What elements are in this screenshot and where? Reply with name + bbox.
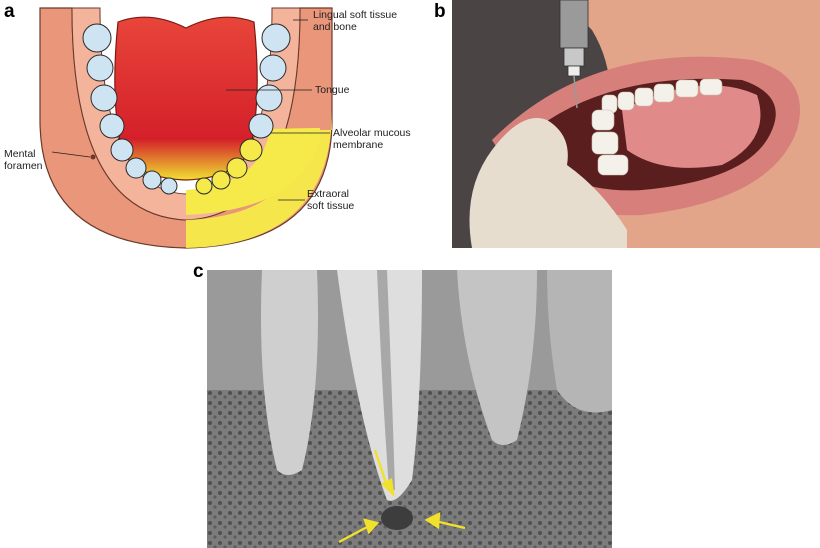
mental-foramen-dot: [90, 154, 96, 160]
teeth: [82, 23, 291, 195]
panel-letter-b: b: [434, 1, 446, 22]
label-tongue: Tongue: [315, 84, 350, 96]
periapical-lesion: [381, 506, 413, 530]
extraoral-highlight: [186, 110, 332, 248]
label-lingual-soft-tissue: Lingual soft tissue and bone: [313, 9, 398, 33]
alveolar-highlight: [186, 128, 320, 215]
radiograph-image: [207, 270, 612, 548]
lesion-arrows: [338, 449, 466, 544]
tongue-photo: [622, 85, 761, 168]
root-canal: [377, 270, 395, 490]
gloved-hand: [469, 118, 627, 248]
tooth-right: [457, 270, 537, 445]
label-mental-foramen: Mental foramen: [4, 148, 43, 172]
mandible-diagram-panel: Lingual soft tissue and bone Tongue Alve…: [0, 0, 450, 262]
tooth-left: [261, 270, 318, 475]
panel-letter-a: a: [4, 1, 15, 22]
teeth-photo: [591, 78, 723, 176]
tongue-shape: [114, 16, 258, 181]
mandible-diagram: [39, 7, 333, 249]
panel-letter-c: c: [193, 261, 204, 282]
label-alveolar-mucous-membrane: Alveolar mucous membrane: [333, 127, 411, 151]
label-extraoral-soft-tissue: Extraoral soft tissue: [307, 188, 355, 212]
tooth-far-right: [547, 270, 612, 413]
teeth-highlighted: [195, 138, 263, 195]
tooth-center: [337, 270, 422, 501]
syringe: [559, 0, 589, 109]
injection-photo: [452, 0, 820, 248]
